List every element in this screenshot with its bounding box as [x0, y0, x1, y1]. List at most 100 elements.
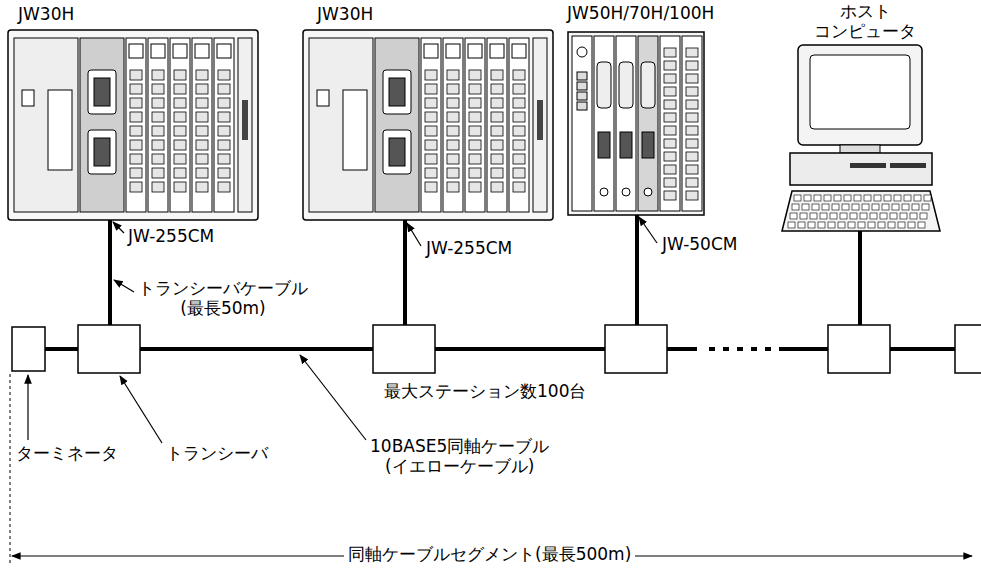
key — [924, 195, 931, 201]
io-terminal — [513, 154, 525, 164]
key — [884, 195, 891, 201]
host-computer — [782, 45, 940, 231]
power-switch — [317, 90, 329, 106]
key — [910, 213, 917, 219]
io-terminal — [686, 178, 698, 187]
key — [922, 204, 929, 210]
device-box: JW30H — [8, 5, 262, 220]
io-terminal — [469, 84, 481, 94]
segment-length-label: 同軸ケーブルセグメント(最長500m) — [344, 544, 635, 564]
key — [802, 204, 809, 210]
io-terminal — [686, 191, 698, 200]
io-module — [170, 38, 190, 212]
io-indicator — [468, 44, 482, 58]
device-box: JW30H — [303, 5, 557, 220]
power-terminal — [577, 82, 587, 90]
comm-connector-pins — [94, 78, 110, 106]
key — [832, 204, 839, 210]
io-terminal — [491, 140, 503, 150]
key — [904, 195, 911, 201]
key — [824, 195, 831, 201]
io-module — [192, 38, 212, 212]
io-terminal — [686, 48, 698, 57]
plc-jw30h — [303, 30, 553, 220]
key — [890, 213, 897, 219]
key — [818, 222, 825, 228]
io-terminal — [513, 98, 525, 108]
comm-connector — [88, 70, 116, 114]
io-terminal — [686, 61, 698, 70]
io-terminal — [491, 84, 503, 94]
module-switch — [622, 188, 630, 196]
monitor-stand — [840, 145, 880, 153]
io-terminal — [152, 126, 164, 136]
io-terminal — [447, 126, 459, 136]
io-terminal — [513, 182, 525, 192]
transceiver — [605, 325, 667, 373]
comm-module — [375, 38, 419, 212]
io-terminal — [686, 165, 698, 174]
io-terminal — [152, 112, 164, 122]
rack-module — [682, 36, 702, 211]
key — [800, 213, 807, 219]
io-terminal — [130, 126, 142, 136]
io-terminal — [686, 152, 698, 161]
plc-jw30h — [8, 30, 258, 220]
io-terminal — [469, 112, 481, 122]
key — [918, 222, 925, 228]
io-terminal — [174, 154, 186, 164]
leader-arrow — [27, 375, 28, 440]
io-terminal — [491, 154, 503, 164]
io-terminal — [686, 74, 698, 83]
io-terminal — [447, 168, 459, 178]
key — [848, 222, 855, 228]
coax-cable — [795, 347, 828, 351]
rack-module — [572, 36, 592, 211]
keyboard — [782, 191, 940, 231]
port-connector — [620, 132, 632, 158]
io-terminal — [469, 98, 481, 108]
io-module — [214, 38, 234, 212]
io-terminal — [196, 182, 208, 192]
key — [874, 195, 881, 201]
io-module — [421, 38, 441, 212]
io-terminal — [491, 98, 503, 108]
io-terminal — [513, 84, 525, 94]
screen — [810, 55, 910, 129]
key — [854, 195, 861, 201]
power-module — [14, 38, 78, 212]
transceiver-label: トランシーバ — [166, 443, 268, 463]
io-terminal — [196, 126, 208, 136]
io-terminal — [174, 112, 186, 122]
key — [898, 222, 905, 228]
io-terminal — [218, 84, 230, 94]
key — [822, 204, 829, 210]
key — [912, 204, 919, 210]
key — [850, 213, 857, 219]
io-terminal — [491, 168, 503, 178]
power-terminal — [577, 72, 587, 80]
io-terminal — [174, 98, 186, 108]
io-terminal — [130, 112, 142, 122]
illustration-layer — [8, 30, 981, 566]
module-switch — [600, 188, 608, 196]
io-terminal — [425, 168, 437, 178]
key — [838, 222, 845, 228]
io-module — [126, 38, 146, 212]
plc-body — [303, 30, 553, 220]
power-terminal — [343, 90, 367, 170]
rack-module — [616, 36, 636, 211]
drive-slot — [890, 163, 926, 168]
key — [878, 222, 885, 228]
key — [790, 213, 797, 219]
coax-cable — [140, 347, 373, 351]
io-terminal — [218, 182, 230, 192]
coax-cable — [435, 347, 605, 351]
key — [868, 222, 875, 228]
leader-arrow — [300, 355, 366, 440]
io-terminal — [447, 154, 459, 164]
io-terminal — [174, 70, 186, 80]
io-terminal — [425, 84, 437, 94]
transceiver — [828, 325, 890, 373]
